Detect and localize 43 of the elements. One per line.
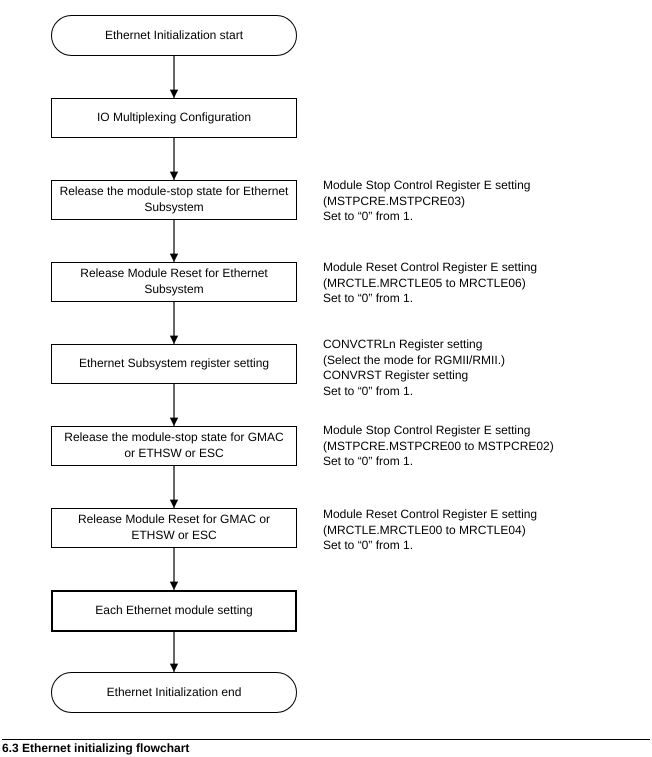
register-note: Set to “0” from 1. [323, 454, 414, 470]
figure-caption: 6.3 Ethernet initializing flowchart [2, 739, 650, 755]
arrow [170, 220, 178, 262]
register-note: Module Stop Control Register E setting [323, 178, 532, 194]
process-box [51, 344, 297, 384]
step-label: Release the module-stop state for Ethernet Subsystem [58, 184, 290, 216]
register-note: Module Reset Control Register E setting [323, 260, 538, 276]
register-note: CONVCTRLn Register setting [323, 337, 484, 353]
register-note: Set to “0” from 1. [323, 209, 414, 225]
step-label: Ethernet Initialization start [104, 28, 244, 44]
process-box [51, 180, 297, 220]
terminal-shape [51, 15, 297, 56]
step-label: Each Ethernet module setting [95, 603, 253, 619]
step-label: Release Module Reset for GMAC or ETHSW or ESC [76, 512, 272, 544]
step-label: Release Module Reset for Ethernet Subsystem [79, 266, 269, 298]
register-note: (MRCTLE.MRCTLE00 to MRCTLE04) [323, 522, 527, 538]
arrow [170, 302, 178, 344]
register-note: Module Stop Control Register E setting [323, 423, 532, 439]
arrow [170, 138, 178, 180]
arrow [170, 632, 178, 672]
register-note: Set to “0” from 1. [323, 291, 414, 307]
step-label: IO Multiplexing Configuration [96, 110, 252, 126]
step-label: Ethernet Initialization end [106, 684, 242, 700]
register-note: Module Reset Control Register E setting [323, 507, 538, 523]
register-note: (MSTPCRE.MSTPCRE03) [323, 194, 466, 210]
step-label: Release the module-stop state for GMAC or ETHSW or ESC [63, 430, 285, 462]
register-note: (MSTPCRE.MSTPCRE00 to MSTPCRE02) [323, 438, 555, 454]
register-note: CONVRST Register setting [323, 368, 470, 384]
process-box [51, 262, 297, 302]
process-box [51, 508, 297, 548]
register-note: Set to “0” from 1. [323, 538, 414, 554]
process-box [51, 98, 297, 138]
arrow [170, 466, 178, 508]
arrow [170, 548, 178, 590]
terminal-shape [51, 672, 297, 713]
arrow [170, 384, 178, 426]
arrow [170, 56, 178, 98]
process-box [51, 590, 297, 632]
register-note: (Select the mode for RGMII/RMII.) [323, 352, 506, 368]
register-note: Set to “0” from 1. [323, 384, 414, 400]
register-note: (MRCTLE.MRCTLE05 to MRCTLE06) [323, 276, 527, 292]
step-label: Ethernet Subsystem register setting [78, 356, 270, 372]
process-box [51, 426, 297, 466]
